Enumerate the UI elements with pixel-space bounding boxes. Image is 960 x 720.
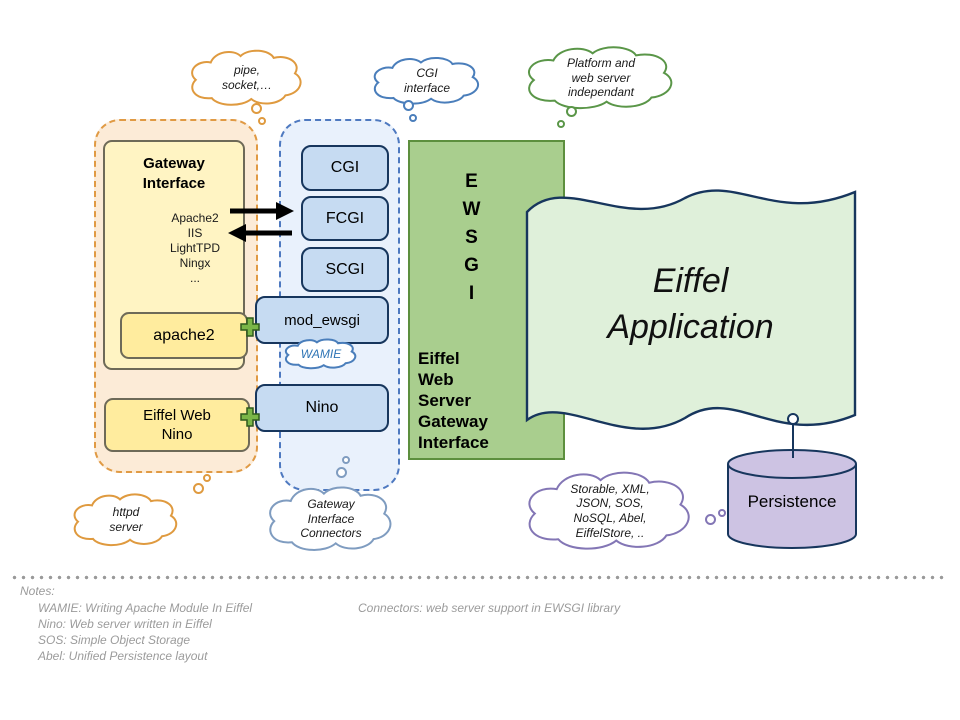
notes-separator [10, 575, 948, 580]
web-server-list: Apache2 IIS LightTPD Ningx ... [169, 210, 221, 285]
thought-trail-dot [251, 103, 262, 114]
cloud-text: WAMIE [300, 346, 342, 361]
cgi-box: CGI [301, 145, 389, 191]
plug-connector-icon [240, 407, 260, 427]
nino-connector-box: Nino [255, 384, 389, 432]
cloud-text: httpd server [109, 505, 143, 534]
thought-trail-dot [409, 114, 417, 122]
notes-heading: Notes: [20, 584, 55, 598]
cloud-text: Storable, XML, JSON, SOS, NoSQL, Abel, E… [570, 481, 650, 540]
thought-trail-dot [336, 467, 347, 478]
persistence-cylinder: Persistence [726, 448, 858, 550]
cloud-shape [517, 42, 685, 114]
thought-trail-dot [557, 120, 565, 128]
ewsgi-caption: Eiffel Web Server Gateway Interface [418, 349, 489, 452]
thought-trail-dot [403, 100, 414, 111]
thought-trail-dot [193, 483, 204, 494]
persistence-label: Persistence [747, 492, 837, 511]
cloud-shape [66, 490, 186, 550]
scgi-box: SCGI [301, 247, 389, 292]
note-line: SOS: Simple Object Storage [38, 633, 191, 647]
thought-trail-dot [705, 514, 716, 525]
cloud-shape [366, 54, 488, 108]
eiffel-web-nino-box: Eiffel Web Nino [104, 398, 250, 452]
thought-cloud-cgi-interface: CGI interface [366, 54, 488, 108]
note-line: Nino: Web server written in Eiffel [38, 617, 212, 631]
connectors-note: Connectors: web server support in EWSGI … [358, 601, 621, 615]
cloud-text: CGI interface [403, 66, 451, 95]
thought-trail-dot [718, 509, 726, 517]
flag-shape [518, 168, 863, 438]
note-line: Abel: Unified Persistence layout [38, 649, 208, 663]
cylinder-shape [727, 449, 857, 549]
thought-cloud-pipe-socket: pipe, socket,… [183, 46, 311, 110]
thought-trail-dot [342, 456, 350, 464]
mod-ewsgi-box: mod_ewsgi [255, 296, 389, 344]
apache2-box: apache2 [120, 312, 248, 359]
ewsgi-acronym: E W S G I [462, 171, 482, 304]
wamie-cloud: WAMIE [280, 337, 362, 371]
thought-cloud-httpd-server: httpd server [66, 490, 186, 550]
cloud-shape [260, 482, 402, 556]
cloud-text: pipe, socket,… [221, 63, 272, 92]
cloud-shape [183, 46, 311, 110]
cloud-text: Gateway Interface Connectors [300, 497, 362, 541]
eiffel-application-flag: Eiffel Application [518, 168, 863, 438]
plug-connector-icon [240, 317, 260, 337]
cloud-shape [516, 466, 704, 556]
thought-trail-dot [258, 117, 266, 125]
thought-trail-dot [203, 474, 211, 482]
eiffel-application-title: Eiffel Application [607, 262, 774, 346]
fcgi-box: FCGI [301, 196, 389, 241]
thought-trail-dot [566, 106, 577, 117]
thought-cloud-platform-independent: Platform and web server independant [517, 42, 685, 114]
gateway-interface-title: Gateway Interface [142, 155, 206, 193]
cloud-shape [280, 337, 362, 371]
note-line: WAMIE: Writing Apache Module In Eiffel [38, 601, 253, 615]
thought-cloud-storable-formats: Storable, XML, JSON, SOS, NoSQL, Abel, E… [516, 466, 704, 556]
cloud-text: Platform and web server independant [566, 56, 636, 100]
thought-cloud-gateway-connectors: Gateway Interface Connectors [260, 482, 402, 556]
